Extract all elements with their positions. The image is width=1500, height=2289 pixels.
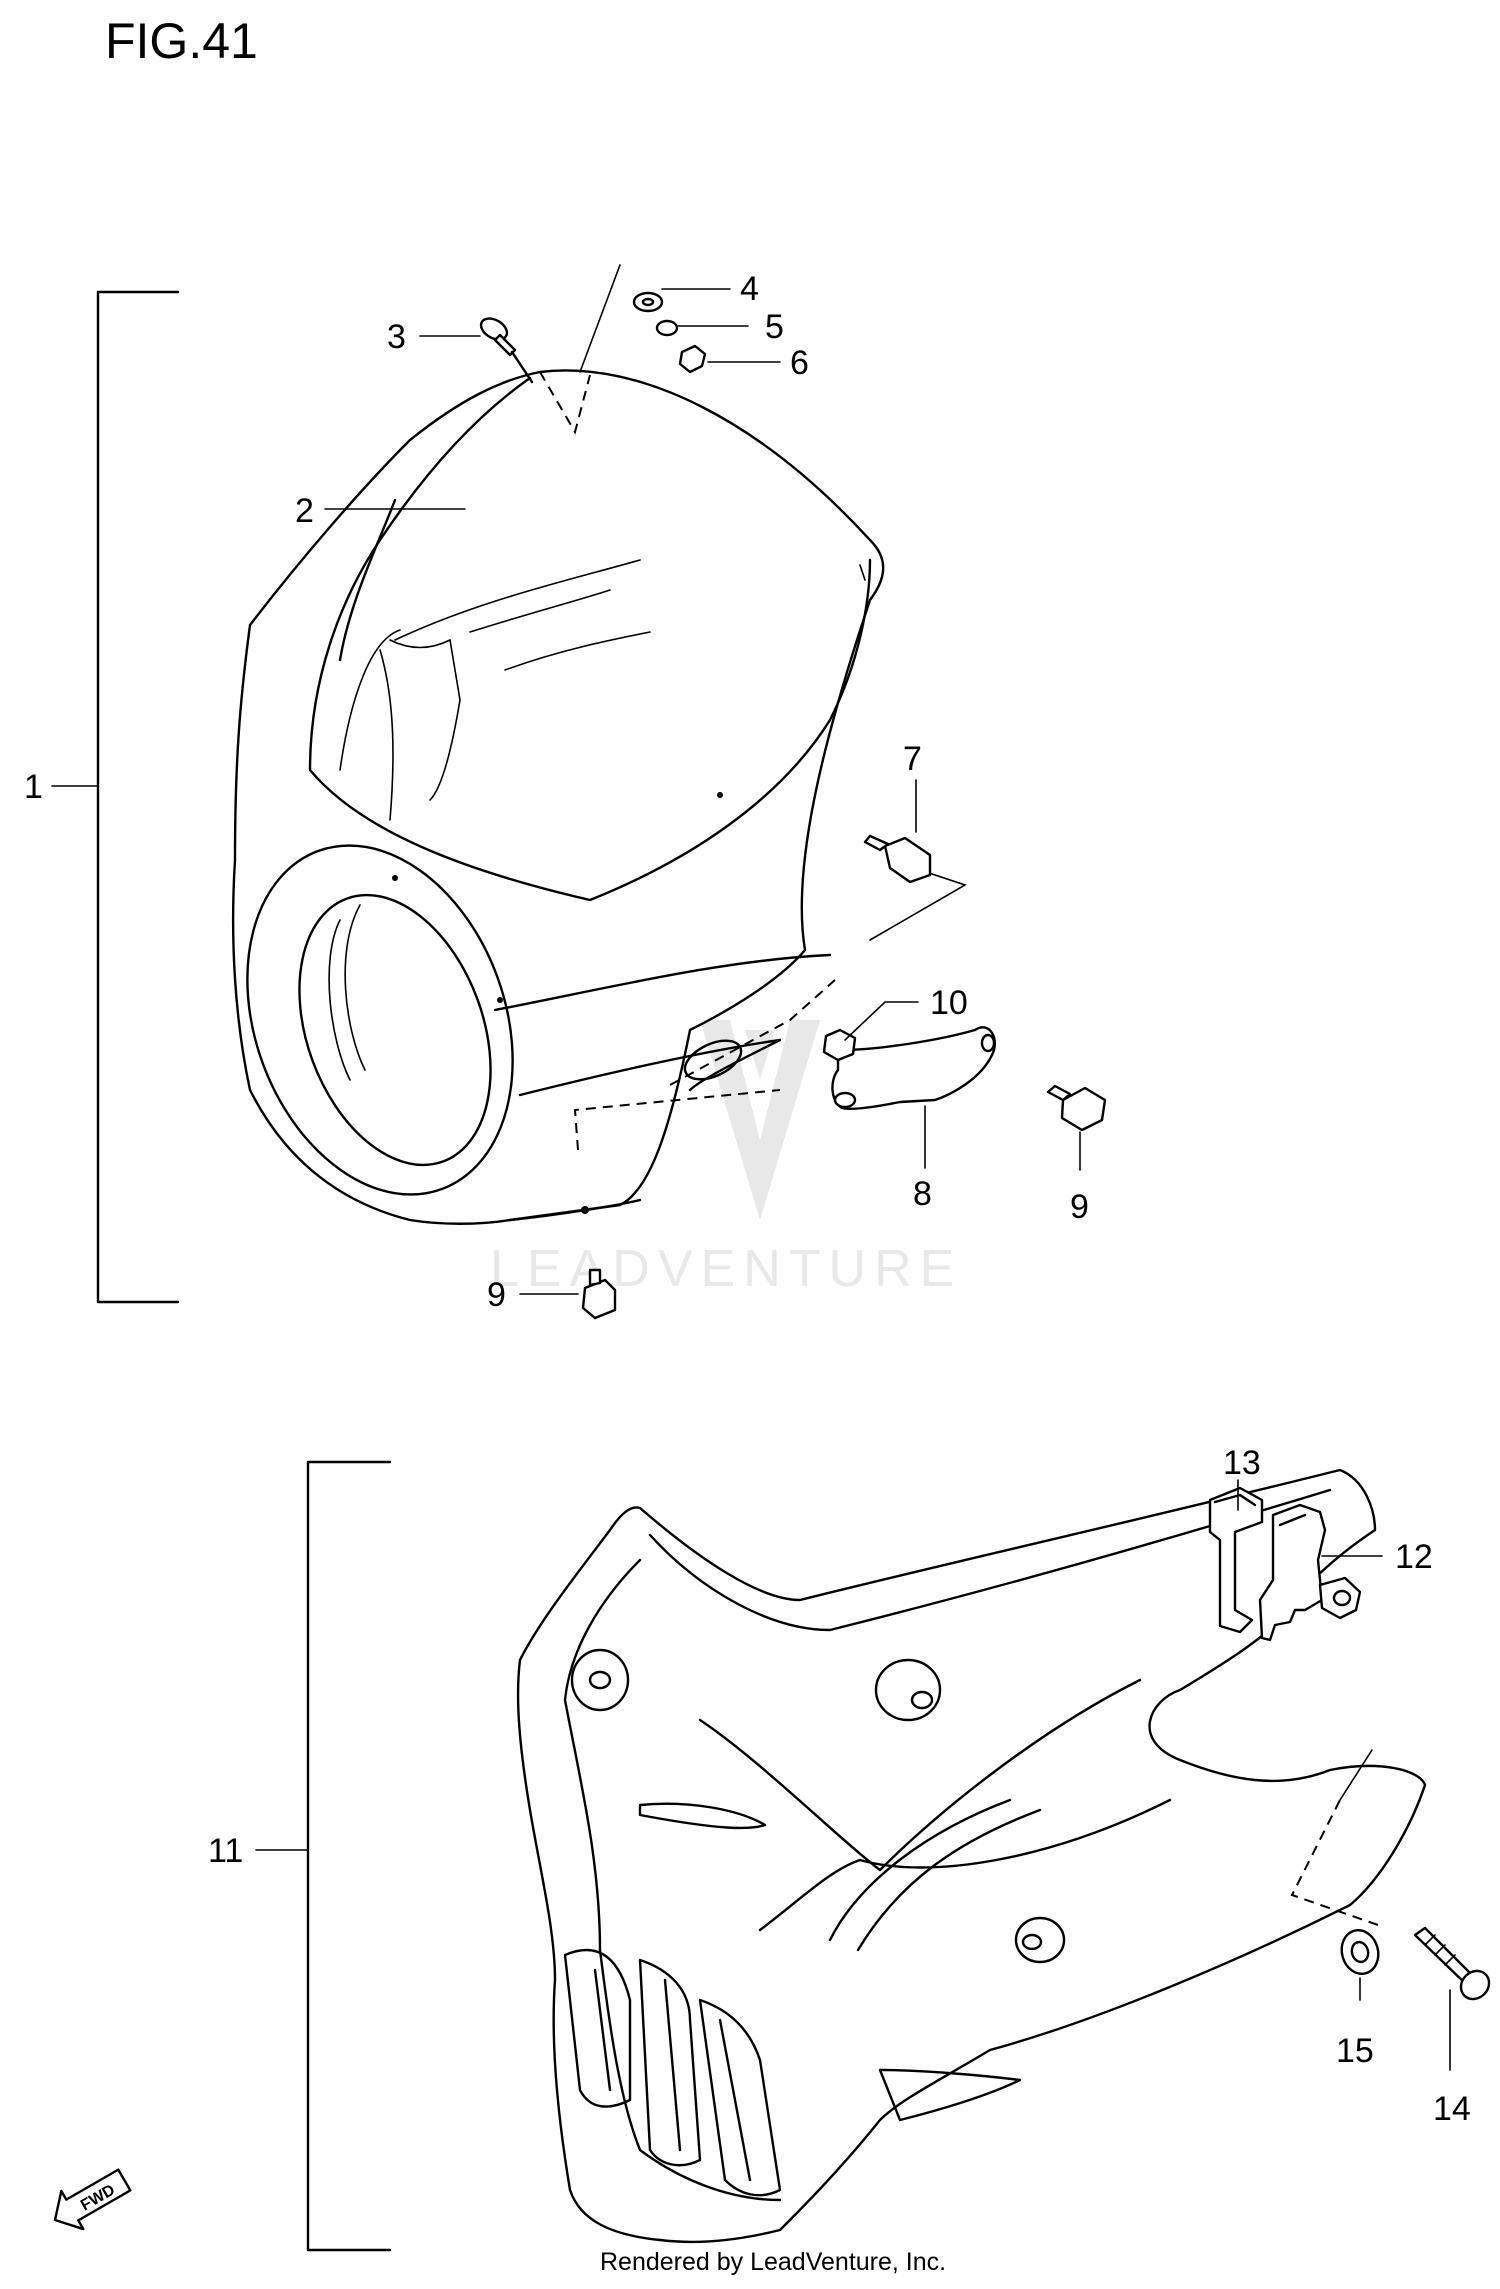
nut-6 xyxy=(678,344,707,374)
bolt-9-right xyxy=(1046,1084,1107,1132)
headlight-fairing xyxy=(231,369,967,1225)
callout-14: 14 xyxy=(1433,2090,1471,2128)
callout-2: 2 xyxy=(295,492,314,530)
callout-7: 7 xyxy=(903,740,922,778)
washer-4 xyxy=(632,291,664,313)
under-cowl xyxy=(516,1468,1427,2244)
screw-3 xyxy=(479,317,534,384)
callout-3: 3 xyxy=(387,318,406,356)
bolt-7 xyxy=(863,834,932,884)
watermark-text: LEADVENTURE xyxy=(490,1240,962,1298)
callout-11: 11 xyxy=(208,1832,243,1870)
bracket-8 xyxy=(831,1026,997,1110)
callout-9-bottom: 9 xyxy=(487,1276,506,1314)
bolt-9-bottom xyxy=(581,1268,617,1320)
clip-13 xyxy=(1208,1486,1264,1634)
callout-6: 6 xyxy=(790,344,809,382)
screw-14 xyxy=(1413,1926,1491,2001)
washer-15 xyxy=(1340,1929,1380,1975)
assembly-1-bracket xyxy=(96,290,180,1304)
callout-9-right: 9 xyxy=(1070,1188,1089,1226)
figure-title: FIG.41 xyxy=(105,13,258,69)
callout-4: 4 xyxy=(740,270,759,308)
fwd-arrow-icon: FWD xyxy=(53,2168,132,2231)
callout-12: 12 xyxy=(1395,1538,1433,1576)
callout-10: 10 xyxy=(930,984,968,1022)
washer-5 xyxy=(655,319,679,337)
bracket-12 xyxy=(1258,1503,1362,1642)
watermark: LEADVENTURE xyxy=(490,1020,962,1298)
footer-credit: Rendered by LeadVenture, Inc. xyxy=(600,2248,946,2276)
callout-13: 13 xyxy=(1223,1444,1261,1482)
callout-1: 1 xyxy=(24,768,43,806)
callout-5: 5 xyxy=(765,308,784,346)
assembly-11-bracket xyxy=(306,1460,392,2252)
callout-15: 15 xyxy=(1336,2032,1374,2070)
callout-8: 8 xyxy=(913,1175,932,1213)
